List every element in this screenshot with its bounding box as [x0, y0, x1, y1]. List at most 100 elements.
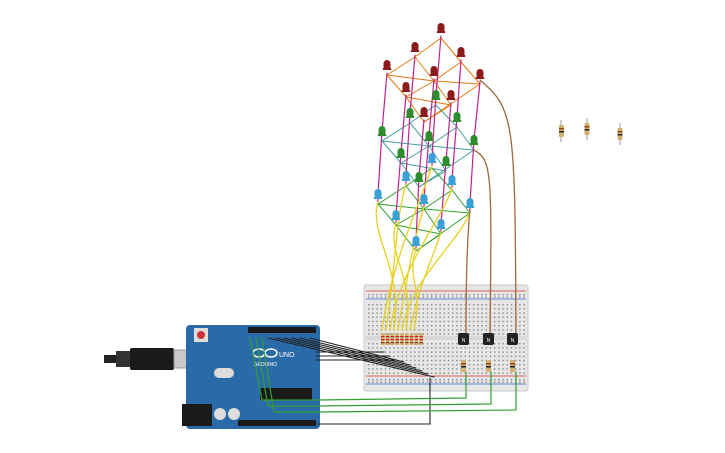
base-resistor-3[interactable]: [510, 360, 515, 372]
hole: [414, 372, 416, 374]
hole: [519, 351, 521, 353]
hole: [401, 347, 403, 349]
hole: [498, 372, 500, 374]
hole: [397, 379, 399, 381]
hole: [410, 351, 412, 353]
hole: [380, 347, 382, 349]
hole: [422, 304, 424, 306]
digital-header[interactable]: [248, 327, 316, 333]
hole: [418, 312, 420, 314]
loose-resistor-1[interactable]: [559, 120, 564, 142]
hole: [422, 351, 424, 353]
hole: [422, 329, 424, 331]
hole: [473, 364, 475, 366]
hole: [422, 379, 424, 381]
hole: [410, 296, 412, 298]
transistor-1[interactable]: N: [458, 333, 469, 345]
green-led: [441, 156, 451, 166]
resistor-band: [385, 336, 390, 338]
hole: [426, 381, 429, 383]
loose-resistor-3[interactable]: [617, 123, 623, 145]
green-led-body: [470, 135, 478, 145]
hole: [481, 381, 483, 383]
hole: [410, 372, 412, 374]
atmega-chip: [260, 388, 312, 400]
hole: [452, 372, 454, 374]
hole: [510, 351, 513, 353]
usb-plug[interactable]: [130, 348, 174, 370]
hole: [405, 379, 408, 381]
hole: [431, 316, 433, 318]
hole: [498, 351, 500, 353]
layer-wire: [405, 96, 425, 123]
hole: [380, 379, 382, 381]
hole: [481, 320, 483, 323]
blue-led-body: [428, 153, 436, 163]
hole: [422, 308, 424, 310]
hole: [506, 355, 508, 357]
ground-wire: [317, 377, 431, 425]
hole: [414, 359, 416, 362]
hole: [515, 347, 517, 349]
hole: [485, 351, 487, 353]
hole: [498, 308, 500, 310]
hole: [460, 294, 462, 296]
red-led-body: [383, 60, 391, 70]
hole: [422, 320, 424, 323]
hole: [485, 320, 487, 323]
analog-power-header[interactable]: [238, 420, 316, 426]
hole: [473, 308, 475, 310]
resistor-band: [405, 339, 409, 341]
hole: [473, 296, 475, 298]
hole: [447, 304, 450, 306]
blue-led-rim: [447, 183, 457, 185]
hole: [431, 294, 433, 296]
hole: [456, 316, 458, 318]
blue-led-rim: [411, 244, 421, 246]
green-led-body: [378, 126, 386, 136]
hole: [523, 351, 525, 353]
hole: [460, 308, 462, 310]
hole: [405, 320, 408, 323]
hole: [405, 316, 408, 318]
arduino-uno[interactable]: UNO ARDUINO: [104, 325, 320, 429]
base-resistor-2[interactable]: [486, 360, 491, 372]
signal-wire: [291, 337, 417, 369]
hole: [523, 294, 525, 296]
hole: [477, 316, 479, 318]
hole: [485, 312, 487, 314]
hole: [452, 333, 454, 335]
hole: [510, 312, 513, 314]
hole: [443, 329, 445, 331]
hole: [456, 304, 458, 306]
hole: [456, 355, 458, 357]
base-resistor-1[interactable]: [461, 360, 466, 372]
hole: [485, 325, 487, 327]
hole: [384, 325, 387, 327]
hole: [447, 312, 450, 314]
hole: [506, 308, 508, 310]
red-led: [410, 42, 420, 52]
hole: [393, 296, 395, 298]
transistor-3[interactable]: N: [507, 333, 518, 345]
hole: [376, 312, 378, 314]
hole: [418, 316, 420, 318]
hole: [502, 316, 504, 318]
hole: [498, 368, 500, 370]
hole: [410, 329, 412, 331]
green-led: [452, 112, 462, 122]
hole: [523, 347, 525, 349]
hole: [464, 381, 466, 383]
power-jack[interactable]: [182, 404, 212, 426]
loose-resistor-2[interactable]: [584, 118, 590, 140]
hole: [397, 372, 399, 374]
hole: [389, 294, 391, 296]
reset-button-cap[interactable]: [197, 331, 205, 339]
transistor-2[interactable]: N: [483, 333, 494, 345]
hole: [473, 347, 475, 349]
hole: [380, 296, 382, 298]
hole: [410, 381, 412, 383]
hole: [494, 296, 496, 298]
red-led-rim: [456, 55, 466, 57]
